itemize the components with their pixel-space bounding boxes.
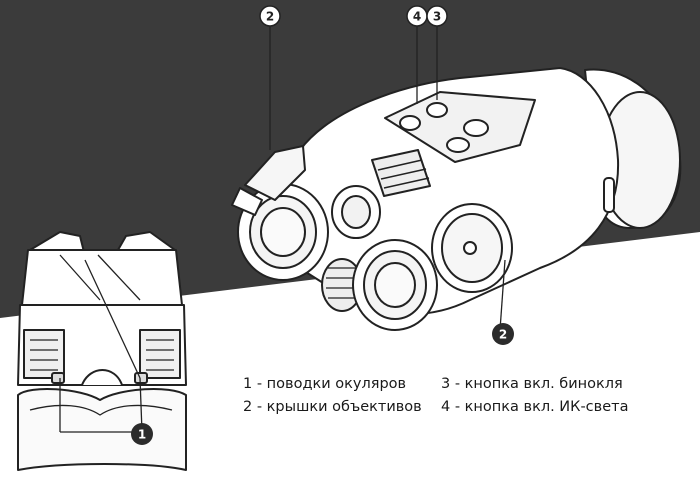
callout-top-left-label: 2 bbox=[266, 10, 274, 24]
legend-item-3: 3 - кнопка вкл. бинокля bbox=[441, 376, 623, 392]
binocular-rear-view bbox=[17, 231, 187, 471]
callout-top-mid-b: 3 bbox=[426, 5, 448, 27]
legend-item-1: 1 - поводки окуляров bbox=[243, 376, 407, 392]
callout-top-mid-a: 4 bbox=[406, 5, 428, 27]
legend-item-2: 2 - крышки объективов bbox=[243, 399, 422, 415]
callout-bottom-left: 1 bbox=[131, 423, 153, 445]
callout-top-mid-b-label: 3 bbox=[433, 10, 441, 24]
callout-right-lower-label: 2 bbox=[499, 328, 507, 342]
callout-bottom-left-label: 1 bbox=[138, 428, 146, 442]
callout-lines bbox=[59, 25, 506, 433]
binocular-main-view bbox=[231, 67, 682, 331]
callout-top-mid-a-label: 4 bbox=[413, 10, 421, 24]
legend-item-4: 4 - кнопка вкл. ИК-света bbox=[441, 399, 629, 415]
callout-top-left: 2 bbox=[259, 5, 281, 27]
callout-right-lower: 2 bbox=[492, 323, 514, 345]
